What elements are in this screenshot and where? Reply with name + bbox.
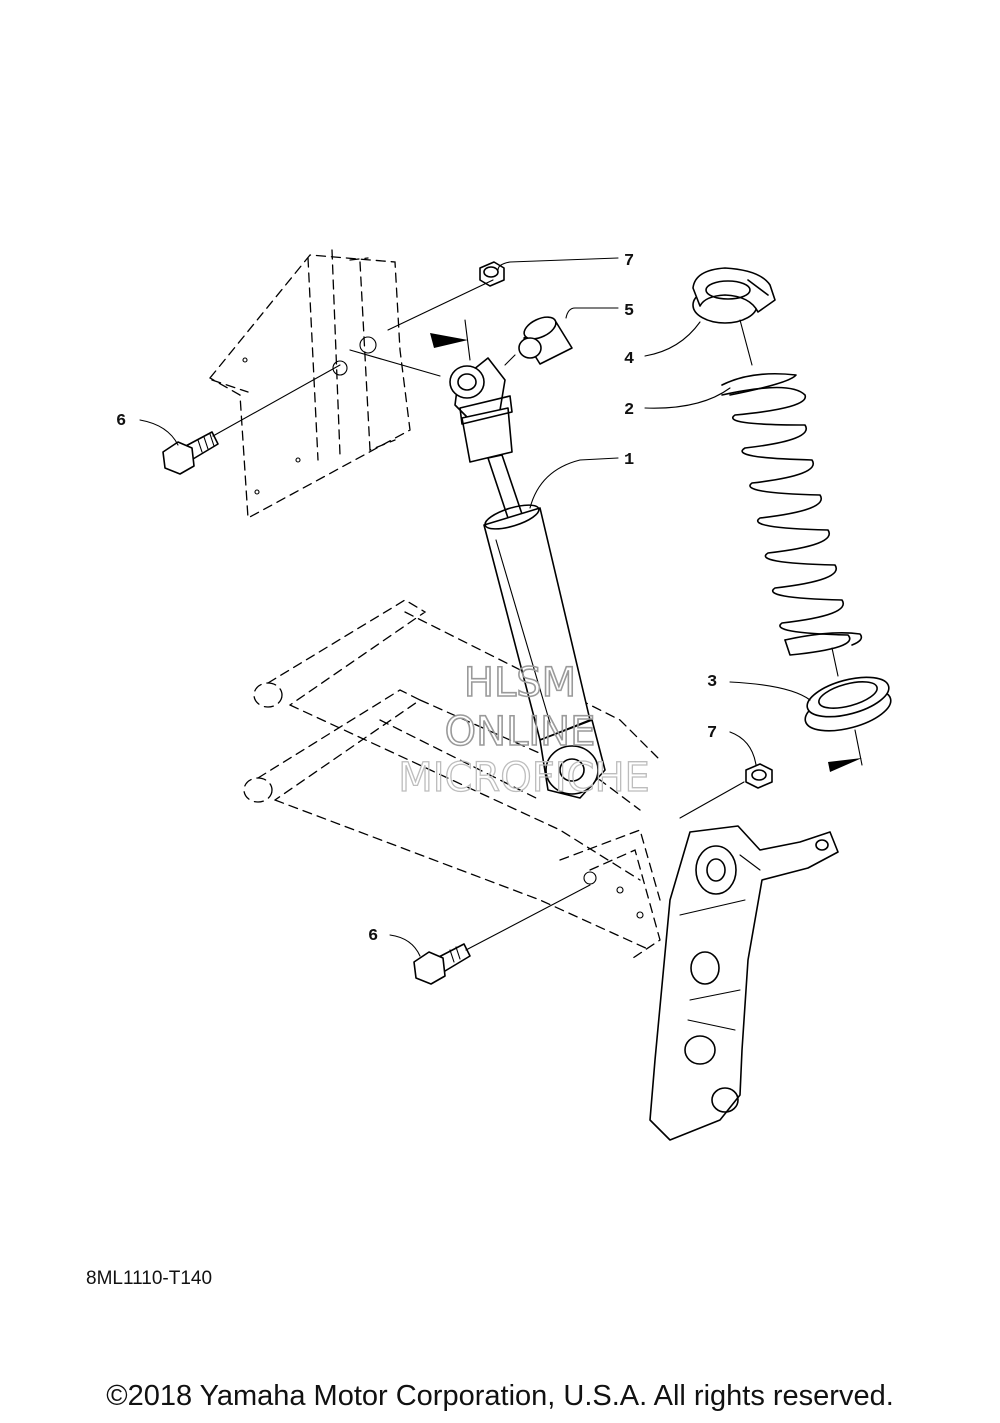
callout-collar: 5: [624, 302, 634, 321]
callout-nut-lower: 7: [707, 724, 717, 743]
coil-spring: [721, 372, 863, 656]
callout-spring-seat-lower: 3: [707, 673, 717, 692]
callout-bolt-upper: 6: [116, 412, 126, 431]
nut-lower: [745, 763, 773, 789]
bolt-lower: [413, 943, 471, 985]
watermark-line2: ONLINE: [445, 709, 596, 755]
leader-lines: [139, 257, 811, 957]
callout-labels: 7 5 4 2 1 3 7 6 6: [116, 252, 717, 946]
callout-spring-seat-upper: 4: [624, 350, 634, 369]
upper-spring-seat: [692, 267, 776, 324]
callout-nut-upper: 7: [624, 252, 634, 271]
watermark-line3: MICROFICHE: [398, 755, 650, 801]
watermark-line1: HLSM: [464, 660, 576, 706]
callout-spring: 2: [624, 401, 634, 420]
copyright-notice: ©2018 Yamaha Motor Corporation, U.S.A. A…: [106, 1380, 894, 1412]
direction-arrows: [430, 333, 862, 772]
collar: [518, 316, 573, 365]
callout-shock-absorber: 1: [624, 451, 634, 470]
lower-spring-seat: [804, 676, 892, 732]
upper-mount-bracket: [209, 249, 411, 520]
a-arm: [243, 599, 661, 961]
drawing-code: 8ML1110-T140: [86, 1268, 213, 1289]
shock-absorber: [449, 357, 606, 799]
watermark: HLSM ONLINE MICROFICHE: [398, 659, 651, 801]
callout-bolt-lower: 6: [368, 927, 378, 946]
bolt-upper: [162, 431, 219, 475]
steering-knuckle: [649, 825, 839, 1141]
